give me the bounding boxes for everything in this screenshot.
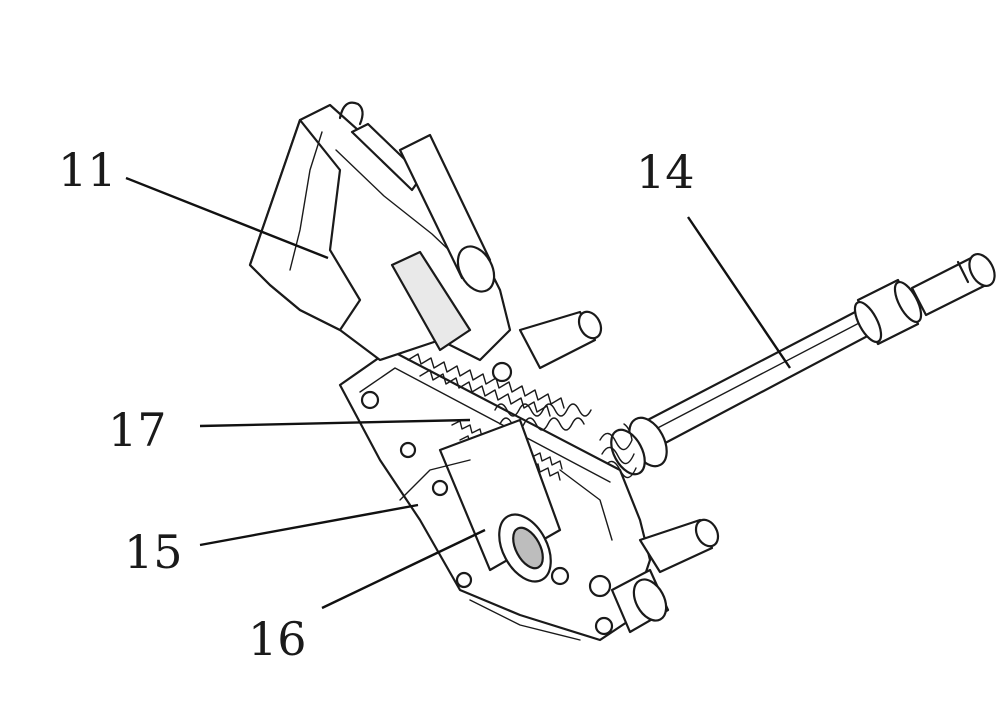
screw-holes: [360, 361, 614, 636]
label-11: 11: [58, 143, 117, 197]
leader-15: [199, 503, 419, 547]
leader-lines: [125, 176, 791, 610]
leader-14: [687, 216, 791, 369]
upper-housing-face: [248, 118, 362, 332]
shaft-assembly: [599, 253, 996, 479]
housing-window: [390, 250, 472, 352]
leader-16: [321, 528, 486, 610]
leader-17: [199, 418, 471, 428]
top-clip: [338, 101, 364, 126]
label-15: 15: [124, 525, 183, 579]
housing: [248, 101, 720, 642]
upper-pin: [518, 310, 597, 370]
part-labels: 11 14 17 15 16: [58, 143, 695, 666]
label-14: 14: [636, 145, 695, 199]
label-16: 16: [248, 612, 307, 666]
leader-11: [125, 176, 329, 260]
shaft-highlight: [647, 308, 887, 434]
shaft-rod: [636, 296, 896, 452]
label-17: 17: [108, 403, 167, 457]
lower-pin: [638, 518, 714, 574]
